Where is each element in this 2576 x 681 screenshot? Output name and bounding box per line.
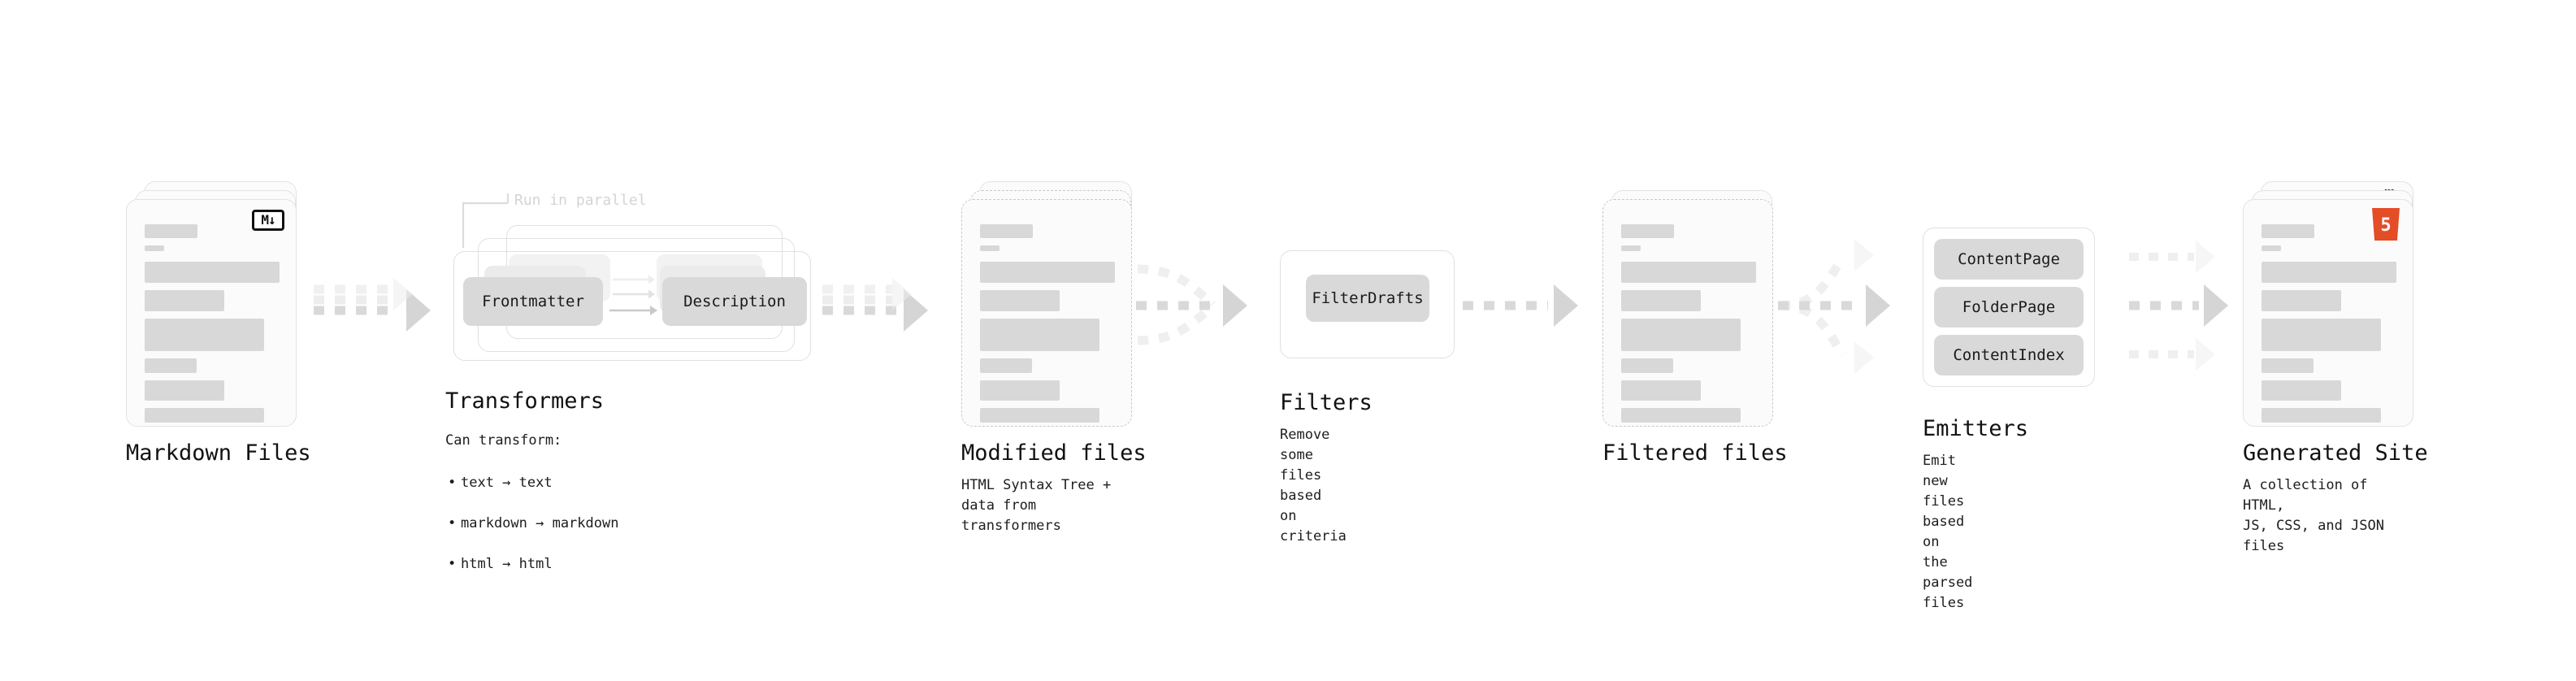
run-in-parallel-bracket (462, 193, 510, 248)
arrow-filters-to-filtered (1463, 284, 1578, 327)
doc-line (980, 358, 1032, 373)
doc-line (1621, 408, 1741, 423)
doc-line (2262, 224, 2314, 238)
doc-line (145, 245, 164, 251)
stage-title: Filtered files (1602, 440, 1788, 466)
filtered-card-front (1602, 199, 1773, 427)
doc-placeholder-lines (145, 224, 283, 430)
emitter-chip-contentpage[interactable]: ContentPage (1934, 239, 2084, 280)
doc-line (980, 245, 1000, 251)
doc-line (980, 262, 1115, 283)
arrow-emitters-to-site (2129, 241, 2228, 371)
stage-subtitle: Remove some files based on criteria (1280, 427, 1347, 544)
doc-line (980, 290, 1060, 311)
stage-subtitle: Can transform: (445, 432, 562, 449)
transformer-group-front (453, 251, 811, 361)
arrow-markdown-to-transformers (314, 278, 431, 332)
modified-card-front (961, 199, 1132, 427)
filter-chip-filterdrafts[interactable]: FilterDrafts (1306, 275, 1429, 322)
stage-modified-files: Modified files HTML Syntax Tree + data f… (961, 181, 1147, 534)
doc-line (1621, 358, 1673, 373)
emitters-group-box (1923, 228, 2095, 387)
modified-file-stack (961, 181, 1132, 427)
doc-line (145, 224, 197, 238)
filtered-file-stack (1602, 190, 1773, 427)
stage-markdown-files: M↓ M↓ M↓ Markdown Files (126, 181, 311, 466)
generated-site-stack: CSS HTML 5 (2243, 181, 2413, 427)
emitter-chip-folderpage[interactable]: FolderPage (1934, 287, 2084, 327)
stage-subtitle: Emit new files based on the parsed files (1923, 453, 1973, 611)
transformer-chip-description[interactable]: Description (662, 277, 807, 326)
list-item: text → text (448, 473, 618, 493)
doc-line (2262, 358, 2314, 373)
doc-line (145, 408, 264, 423)
arrow-transformers-to-modified (822, 278, 928, 332)
html5-icon: HTML 5 (2372, 208, 2400, 241)
doc-line (1621, 245, 1641, 251)
doc-line (980, 319, 1099, 351)
stage-title: Emitters (1923, 416, 2029, 441)
stage-title: Filters (1280, 390, 1373, 415)
doc-line (2262, 245, 2281, 251)
stage-generated-site: CSS HTML 5 (2243, 181, 2428, 554)
doc-line (2262, 380, 2341, 401)
run-in-parallel-label: Run in parallel (514, 192, 647, 209)
doc-line (2262, 408, 2381, 423)
emitter-chip-contentindex[interactable]: ContentIndex (1934, 335, 2084, 375)
arrow-filtered-to-emitters (1778, 239, 1890, 374)
doc-line (145, 358, 197, 373)
doc-line (145, 290, 224, 311)
transform-inner-arrows (609, 275, 657, 315)
stage-transformers: Run in parallel Frontmatter Description … (445, 192, 829, 575)
doc-line (1621, 319, 1741, 351)
list-item: html → html (448, 554, 618, 575)
doc-line (980, 408, 1099, 423)
stage-filtered-files: Filtered files (1602, 190, 1788, 466)
site-card-front-html: HTML 5 (2243, 199, 2413, 427)
doc-placeholder-lines (1621, 224, 1759, 430)
doc-placeholder-lines (980, 224, 1118, 430)
html5-icon-label: HTML (2377, 197, 2395, 205)
doc-line (980, 380, 1060, 401)
doc-line (145, 262, 280, 283)
doc-line (145, 319, 264, 351)
stage-subtitle: A collection of HTML, JS, CSS, and JSON … (2243, 477, 2384, 554)
arrow-modified-to-filters (1136, 264, 1247, 345)
transformer-chip-frontmatter[interactable]: Frontmatter (463, 277, 603, 326)
doc-line (1621, 290, 1701, 311)
doc-line (1621, 380, 1701, 401)
list-item: markdown → markdown (448, 514, 619, 534)
markdown-file-stack: M↓ M↓ M↓ (126, 181, 297, 427)
doc-placeholder-lines (2262, 224, 2400, 430)
doc-line (145, 380, 224, 401)
stage-title: Modified files (961, 440, 1147, 466)
doc-line (1621, 262, 1756, 283)
stage-subtitle: HTML Syntax Tree + data from transformer… (961, 477, 1112, 534)
transform-capability-list: text → text markdown → markdown html → h… (445, 453, 619, 595)
doc-line (980, 224, 1033, 238)
stage-title: Markdown Files (126, 440, 311, 466)
html5-icon-number: 5 (2380, 215, 2392, 236)
doc-line (2262, 262, 2396, 283)
stage-title: Generated Site (2243, 440, 2428, 466)
doc-line (2262, 319, 2381, 351)
doc-line (1621, 224, 1674, 238)
stage-title: Transformers (445, 388, 605, 414)
doc-line (2262, 290, 2341, 311)
filters-group-box (1280, 250, 1455, 358)
markdown-icon: M↓ (252, 210, 284, 231)
transformers-stack: Frontmatter Description (447, 199, 829, 362)
markdown-card-front: M↓ (126, 199, 297, 427)
